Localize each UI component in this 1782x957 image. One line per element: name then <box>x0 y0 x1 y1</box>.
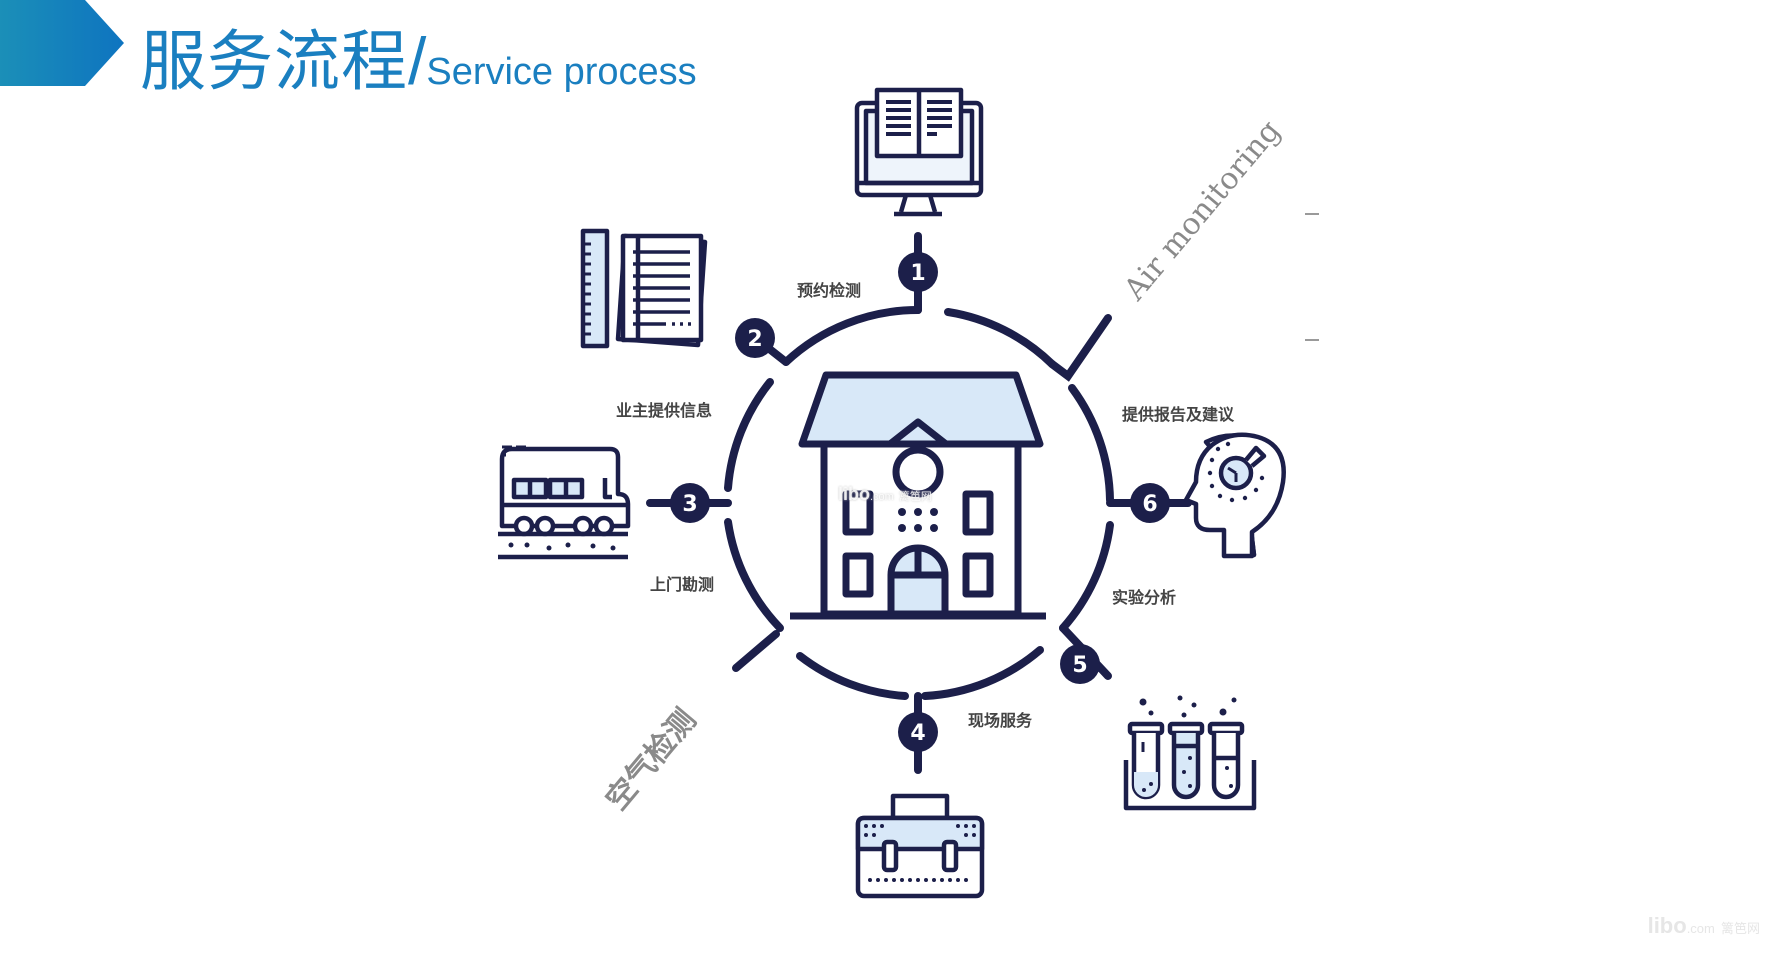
step-badge-6: 6 <box>1130 483 1170 523</box>
step-badge-5: 5 <box>1060 644 1100 684</box>
watermark-name: 篱笆网 <box>1720 921 1760 936</box>
watermark-brand: libo <box>1647 913 1687 938</box>
corner-watermark: libo.com 篱笆网 <box>1648 913 1760 939</box>
check-mark-upper-right <box>1048 314 1112 382</box>
air-detection-text: 空气检测 <box>599 703 703 817</box>
decorative-dash <box>1305 213 1319 215</box>
toolbox-dots <box>864 824 976 882</box>
watermark-name: 篱笆网 <box>898 491 932 503</box>
step-badge-1: 1 <box>898 252 938 292</box>
lightbulb-rays <box>1207 441 1265 503</box>
ring-arc-left-lower <box>724 518 784 632</box>
ring-arc-bottom-right <box>921 646 1044 700</box>
ring-arc-top-right <box>944 308 1056 368</box>
step-label-4: 现场服务 <box>968 711 1033 730</box>
step-label-1: 预约检测 <box>797 281 861 300</box>
page-title: 服务流程/Service process <box>140 8 697 104</box>
center-watermark: libo.com 篱笆网 <box>838 484 932 505</box>
step-label-2: 业主提供信息 <box>616 401 712 420</box>
toolbox-icon <box>855 793 985 899</box>
test-tubes-icon <box>1123 721 1257 811</box>
head-silhouette <box>1183 432 1286 559</box>
step-label-5: 实验分析 <box>1112 588 1176 607</box>
step-badge-2: 2 <box>735 318 775 358</box>
test-tubes-bubbles <box>1139 695 1237 792</box>
ring-arc-bottom-left <box>796 652 909 700</box>
step-number: 5 <box>1072 653 1087 678</box>
air-monitoring-text: Air monitoring <box>1117 114 1288 308</box>
ring-arc-right-lower <box>1059 521 1114 632</box>
step-number: 6 <box>1142 492 1157 517</box>
step-number: 4 <box>910 721 925 746</box>
title-chinese: 服务流程 <box>140 23 408 100</box>
step-number: 1 <box>910 261 925 286</box>
documents-ruler-icon <box>580 228 708 349</box>
header-chevron-shape <box>0 0 124 86</box>
ring-arc-right-upper <box>1068 384 1114 504</box>
step-label-6: 提供报告及建议 <box>1122 405 1235 424</box>
watermark-brand: libo <box>838 484 870 504</box>
ring-arc-left-upper <box>724 378 774 492</box>
check-mark-lower-left <box>732 630 780 672</box>
computer-book-icon <box>854 87 984 217</box>
step-badge-4: 4 <box>898 712 938 752</box>
step-number: 3 <box>682 492 697 517</box>
decorative-dash <box>1305 339 1319 341</box>
ring-arcs <box>724 305 1114 700</box>
step-number: 2 <box>747 327 762 352</box>
title-separator: / <box>408 24 427 98</box>
ring-arc-top-left <box>782 305 922 366</box>
step-badge-3: 3 <box>670 483 710 523</box>
watermark-domain: .com <box>870 491 894 503</box>
step-label-3: 上门勘测 <box>650 575 714 594</box>
house-dots <box>898 508 938 532</box>
watermark-domain: .com <box>1686 921 1715 936</box>
title-english: Service process <box>426 51 697 93</box>
train-track-dots <box>508 542 616 551</box>
train-icon <box>498 445 631 560</box>
